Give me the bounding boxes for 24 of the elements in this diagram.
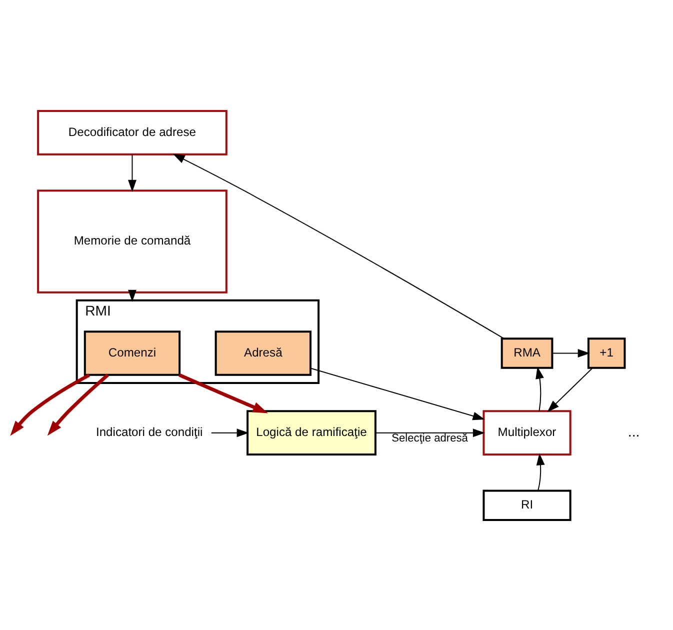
node-box: RI [482, 489, 571, 520]
node-box: Comenzi [83, 330, 180, 376]
arrow [178, 372, 268, 413]
arrow [128, 289, 136, 302]
arrow [552, 348, 590, 357]
node-box: Logică de ramificaţie [246, 410, 376, 455]
arrow [374, 428, 485, 437]
arrow [210, 428, 248, 437]
arrow [46, 373, 108, 436]
node-box: Decodificator de adrese [36, 110, 227, 155]
arrow [546, 367, 592, 412]
label: ... [627, 423, 640, 440]
node-box: Multiplexor [482, 410, 571, 455]
node-text: Indicatori de condiţii [95, 424, 202, 438]
arrow [535, 366, 544, 411]
edge-label: Selecţie adresă [391, 432, 468, 444]
node-box: +1 [586, 337, 626, 368]
arrow [128, 154, 136, 192]
arrow [10, 373, 90, 436]
node-box: Adresă [214, 330, 311, 376]
node-box: RMA [500, 337, 553, 368]
arrow [536, 452, 544, 490]
arrow [172, 153, 504, 338]
arrow [310, 367, 484, 420]
